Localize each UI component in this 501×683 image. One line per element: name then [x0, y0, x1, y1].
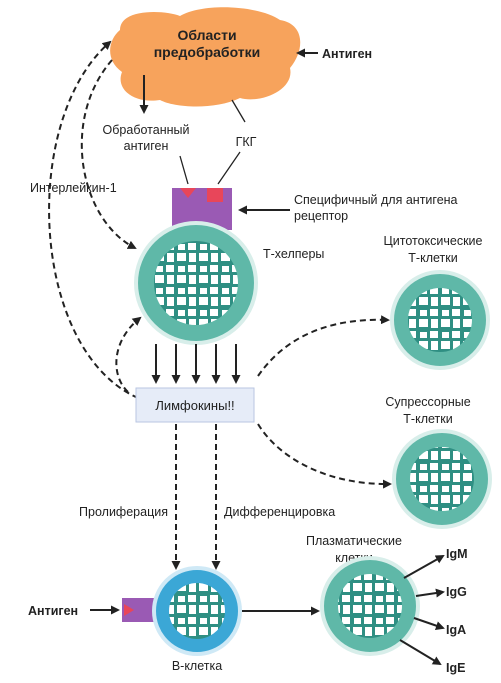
differentiation-label: Дифференцировка [224, 505, 335, 519]
processing-area-label-2: предобработки [154, 44, 261, 60]
antigen-top-label: Антиген [322, 47, 372, 61]
proliferation-label: Пролиферация [79, 505, 168, 519]
processed-antigen-pointer [179, 155, 189, 185]
interleukin-label: Интерлейкин-1 [30, 181, 117, 195]
b-cell [152, 566, 242, 656]
igg-label: IgG [446, 585, 467, 599]
cytotoxic-label-2: Т-клетки [408, 251, 457, 265]
lymphokines-label: Лимфокины!! [155, 398, 234, 413]
ige-label: IgE [446, 661, 465, 675]
mhc-pointer-top [231, 99, 246, 123]
mhc-label: ГКГ [236, 135, 257, 149]
cytotoxic-label-1: Цитотоксические [384, 234, 483, 248]
iga-arrow [413, 617, 445, 630]
b-cell-label: В-клетка [172, 659, 222, 673]
processing-area-label-1: Области [177, 27, 236, 43]
processing-area: Области предобработки [110, 7, 301, 107]
to-cytotoxic-arrow [257, 315, 390, 377]
lymphokines-box [135, 387, 255, 423]
b-cell-antigen-icon [124, 604, 134, 616]
igm-label: IgM [446, 547, 468, 561]
lymphokine-to-t-helper-arrow [115, 316, 142, 393]
mhc-marker-icon [207, 188, 223, 202]
t-helper-cell [134, 221, 258, 345]
processed-antigen-label-2: антиген [124, 139, 169, 153]
igm-arrow [403, 555, 445, 579]
lymphokine-feedback-arrow [48, 40, 139, 399]
antigen-marker-icon [180, 188, 196, 198]
igg-arrow [415, 588, 445, 598]
iga-label: IgA [446, 623, 466, 637]
plasma-cell [320, 556, 420, 656]
suppressor-label-1: Супрессорные [385, 395, 470, 409]
antigen-bottom-label: Антиген [28, 604, 78, 618]
receptor-label-2: рецептор [294, 209, 348, 223]
cytotoxic-cell [390, 270, 490, 370]
interleukin-arrow [80, 59, 137, 249]
to-suppressor-arrow [257, 423, 392, 489]
suppressor-cell [392, 429, 492, 529]
receptor-label-1: Специфичный для антигена [294, 193, 458, 207]
suppressor-label-2: Т-клетки [403, 412, 452, 426]
processed-antigen-label-1: Обработанный [103, 123, 190, 137]
t-helpers-label: Т-хелперы [263, 247, 324, 261]
plasma-label-1: Плазматические [306, 534, 402, 548]
ige-arrow [399, 639, 442, 666]
mhc-pointer [217, 151, 241, 185]
